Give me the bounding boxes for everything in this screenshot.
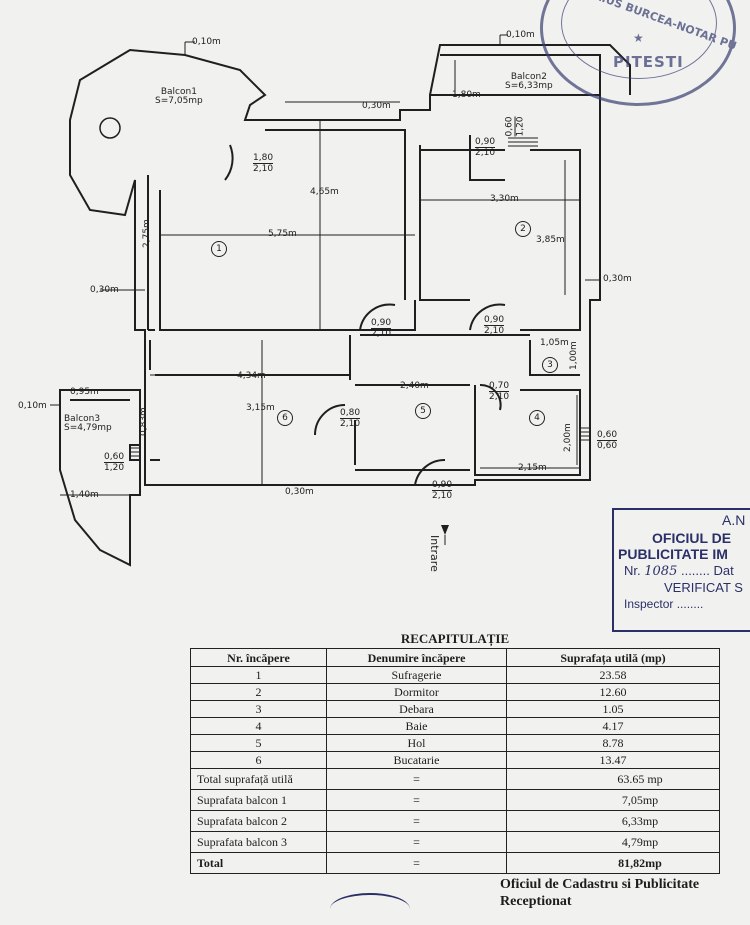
star-icon: ★ xyxy=(633,31,644,45)
header-nr: Nr. încăpere xyxy=(190,648,327,667)
dim-label: 2,75m xyxy=(142,219,152,248)
dim-label: 0,30m xyxy=(90,285,119,295)
header-area: Suprafața utilă (mp) xyxy=(506,648,720,667)
room-number: 2 xyxy=(515,221,531,237)
dim-label: 0,30m xyxy=(603,274,632,284)
balcony1-label: Balcon1 S=7,05mp xyxy=(155,88,203,106)
room-number: 5 xyxy=(415,403,431,419)
room-number: 4 xyxy=(529,410,545,426)
balcony2-name: Balcon2 xyxy=(510,72,547,82)
registry-stamp: A.N OFICIUL DE PUBLICITATE IM Nr. 1085 .… xyxy=(612,508,750,632)
balcony2-area: S=6,33mp xyxy=(505,81,553,91)
floor-plan xyxy=(50,34,631,567)
dim-label: 1,05m xyxy=(540,338,569,348)
dim-label: 0,95m xyxy=(70,387,99,397)
dim-label: 3,15m xyxy=(246,403,275,413)
dim-label: 5,75m xyxy=(268,229,297,239)
dim-label: 2,15m xyxy=(518,463,547,473)
room-number: 1 xyxy=(211,241,227,257)
balcony1-area: S=7,05mp xyxy=(155,96,203,106)
registry-line: OFICIUL DE xyxy=(652,530,732,546)
summary-row-total: Total=81,82mp xyxy=(190,852,720,874)
footer-note: Oficiul de Cadastru si Publicitate Recep… xyxy=(500,876,699,910)
dim-label: 0,10m xyxy=(18,401,47,411)
dim-label: 3,85m xyxy=(536,235,565,245)
recap-title: RECAPITULAȚIE xyxy=(400,631,510,646)
dim-label: 1,40m xyxy=(70,490,99,500)
bottom-stamp xyxy=(330,893,410,925)
footer-line: Oficiul de Cadastru si Publicitate xyxy=(500,877,700,892)
dim-label: 2,00m xyxy=(563,423,573,452)
summary-row: Suprafata balcon 3=4,79mp xyxy=(190,831,720,853)
balcony1-name: Balcon1 xyxy=(160,87,197,97)
balcony3-label: Balcon3 S=4,79mp xyxy=(64,415,112,433)
dim-label: 4,65m xyxy=(310,187,339,197)
dim-label: 1,80m xyxy=(452,90,481,100)
dim-label: 0,10m xyxy=(192,37,221,47)
registry-line: A.N xyxy=(722,512,746,528)
dim-label: 0,30m xyxy=(285,487,314,497)
room-number: 6 xyxy=(277,410,293,426)
recap-section: RECAPITULAȚIE Nr. încăpere Denumire încă… xyxy=(190,630,720,874)
footer-line: Receptionat xyxy=(500,894,572,909)
balcony3-area: S=4,79mp xyxy=(64,423,112,433)
balcony2-label: Balcon2 S=6,33mp xyxy=(505,73,553,91)
header-name: Denumire încăpere xyxy=(326,648,507,667)
stamp-city: PITESTI xyxy=(613,53,684,71)
registry-nr: Nr. 1085 ........ Dat xyxy=(624,563,734,579)
registry-inspector: Inspector ........ xyxy=(624,597,704,611)
dim-label: 0,10m xyxy=(506,30,535,40)
registry-line: VERIFICAT S xyxy=(664,580,743,595)
side-ghost-text xyxy=(10,150,30,610)
summary-row: Suprafata balcon 1=7,05mp xyxy=(190,789,720,811)
dim-label: 2,40m xyxy=(400,381,429,391)
outer-wall xyxy=(69,48,601,486)
dim-label: 3,30m xyxy=(490,194,519,204)
dim-label: 0,30m xyxy=(362,101,391,111)
room-number: 3 xyxy=(542,357,558,373)
entry-label: Intrare xyxy=(428,535,441,572)
recap-table: Nr. încăpere Denumire încăpere Suprafața… xyxy=(190,648,720,874)
summary-row: Total suprafață utilă=63.65 mp xyxy=(190,768,720,790)
balcony3-name: Balcon3 xyxy=(64,414,101,424)
dim-label: 1,00m xyxy=(569,341,579,370)
summary-row: Suprafata balcon 2=6,33mp xyxy=(190,810,720,832)
dim-label: 0,83m xyxy=(139,407,149,436)
registry-line: PUBLICITATE IM xyxy=(618,546,728,562)
table-header-row: Nr. încăpere Denumire încăpere Suprafața… xyxy=(190,648,720,667)
dim-label: 4,34m xyxy=(237,371,266,381)
